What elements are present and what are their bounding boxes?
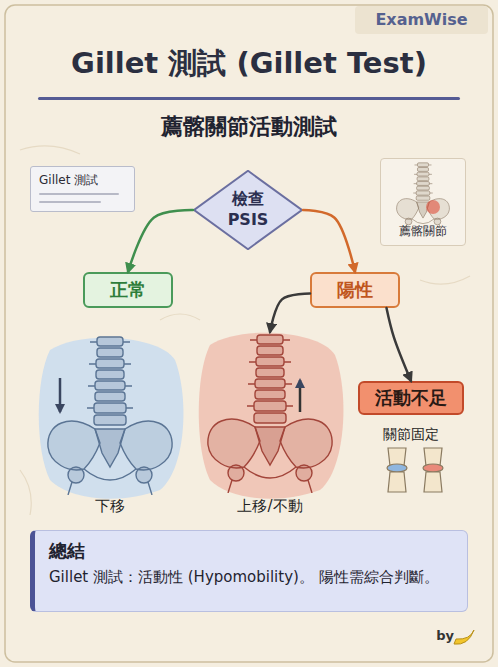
- paper-texture: [20, 146, 470, 515]
- normal-illustration: [39, 337, 184, 499]
- result-box: 正常: [83, 272, 173, 308]
- brand-label: ExamWise: [355, 10, 488, 29]
- decision-diamond: 檢查 PSIS: [193, 170, 303, 250]
- finding-box: 活動不足關節固定: [358, 381, 464, 415]
- title-underline: [38, 97, 460, 100]
- info-card: Gillet 測試: [30, 166, 135, 212]
- connector-arrow: [303, 210, 355, 272]
- node-heading: 總結: [49, 539, 453, 562]
- node-heading: 陽性: [337, 278, 373, 301]
- node-heading: 上移/不動: [200, 497, 340, 517]
- diamond-shape: [194, 171, 302, 249]
- image-card: 薦髂關節: [380, 158, 466, 246]
- page-frame: [5, 5, 493, 662]
- title: Gillet 測試 (Gillet Test): [0, 44, 498, 84]
- node-heading: 薦髂關節: [381, 224, 465, 240]
- node-heading: Gillet 測試: [39, 173, 126, 189]
- result-box: 陽性: [310, 272, 400, 308]
- node-heading: 活動不足: [375, 386, 447, 409]
- banana-icon: [454, 630, 474, 644]
- joint-icon: [387, 448, 443, 492]
- connector-arrow: [270, 294, 310, 332]
- node-body: 關節固定: [350, 425, 472, 443]
- node-body: Gillet 測試：活動性 (Hypomobility)。 陽性需綜合判斷。: [49, 568, 439, 588]
- node-heading: 下移: [40, 497, 180, 517]
- node-heading: 檢查 PSIS: [220, 189, 276, 231]
- connector-arrow: [387, 308, 412, 381]
- subtitle: 薦髂關節活動測試: [0, 112, 498, 142]
- illustration-panel: 下移: [40, 335, 180, 516]
- card-lines: [40, 194, 118, 202]
- summary-box: 總結 Gillet 測試：活動性 (Hypomobility)。 陽性需綜合判斷。: [30, 530, 468, 612]
- positive-illustration: [199, 333, 344, 499]
- node-heading: 正常: [110, 278, 146, 301]
- credit-label: by: [424, 628, 454, 643]
- mini-pelvis: [397, 163, 450, 230]
- illustration-panel: 上移/不動: [200, 332, 340, 516]
- connector-arrow: [128, 210, 193, 272]
- brand-tab: [355, 6, 488, 34]
